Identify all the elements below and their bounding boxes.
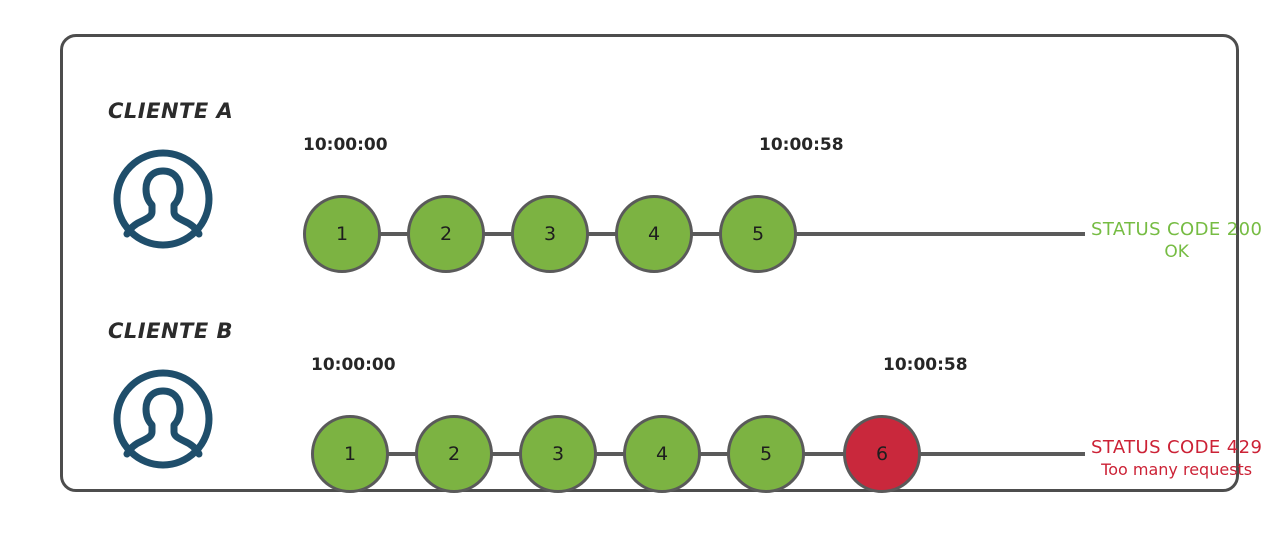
request-node-a-2[interactable]: 2	[407, 195, 485, 273]
request-node-a-1[interactable]: 1	[303, 195, 381, 273]
request-node-a-4[interactable]: 4	[615, 195, 693, 273]
timeline-a: 10:00:00 10:00:58 1 2 3 4 5	[303, 135, 1093, 273]
request-node-b-1[interactable]: 1	[311, 415, 389, 493]
timestamp-b-end: 10:00:58	[883, 355, 968, 375]
request-node-a-3[interactable]: 3	[511, 195, 589, 273]
client-a-label: CLIENTE A	[108, 99, 234, 123]
timeline-b: 10:00:00 10:00:58 1 2 3 4 5 6	[303, 355, 1093, 493]
timestamp-b-start: 10:00:00	[311, 355, 396, 375]
request-node-b-3[interactable]: 3	[519, 415, 597, 493]
request-node-b-5[interactable]: 5	[727, 415, 805, 493]
client-b-label: CLIENTE B	[108, 319, 234, 343]
diagram-panel: CLIENTE A 10:00:00 10:00:58 1 2 3	[60, 34, 1262, 493]
user-avatar-icon	[111, 147, 215, 251]
request-node-b-4[interactable]: 4	[623, 415, 701, 493]
request-node-b-2[interactable]: 2	[415, 415, 493, 493]
status-badge-b: STATUS CODE 429 Too many requests	[1091, 437, 1262, 480]
request-node-a-5[interactable]: 5	[719, 195, 797, 273]
request-node-b-6[interactable]: 6	[843, 415, 921, 493]
timestamp-a-end: 10:00:58	[759, 135, 844, 155]
status-b-code: STATUS CODE 429	[1091, 437, 1263, 458]
status-a-code: STATUS CODE 200	[1091, 219, 1263, 240]
status-b-message: Too many requests	[1101, 459, 1253, 479]
status-a-message: OK	[1164, 241, 1189, 262]
timestamp-a-start: 10:00:00	[303, 135, 388, 155]
user-avatar-icon	[111, 367, 215, 471]
status-badge-a: STATUS CODE 200 OK	[1091, 219, 1262, 263]
